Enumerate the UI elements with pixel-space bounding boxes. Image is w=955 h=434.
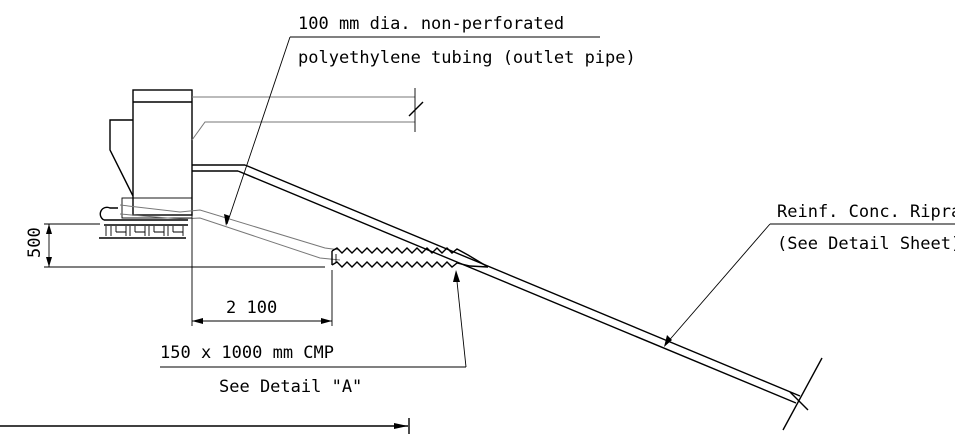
footing-block — [99, 206, 188, 239]
dimension-2100 — [191, 218, 333, 326]
outlet-pipe-label-line2: polyethylene tubing (outlet pipe) — [298, 48, 636, 68]
dimension-500 — [44, 223, 325, 268]
riprap-slope — [192, 164, 823, 431]
outlet-pipe-label-line1: 100 mm dia. non-perforated — [298, 14, 564, 34]
riprap-label-line2: (See Detail Sheet) — [777, 234, 955, 254]
riprap-leader — [664, 223, 955, 347]
cmp-label-line1: 150 x 1000 mm CMP — [160, 343, 334, 363]
cmp-label-line2: See Detail "A" — [219, 377, 362, 397]
concrete-wall-structure — [109, 88, 424, 219]
dimension-500-label: 500 — [25, 227, 45, 258]
ground-reference-line — [0, 418, 410, 434]
riprap-label-line1: Reinf. Conc. Riprap — [777, 202, 955, 222]
cmp-pipe — [331, 247, 489, 268]
outlet-pipe-leader — [224, 36, 600, 226]
dimension-2100-label: 2 100 — [226, 298, 277, 318]
cmp-leader — [160, 270, 467, 368]
outlet-pipe — [119, 204, 341, 261]
